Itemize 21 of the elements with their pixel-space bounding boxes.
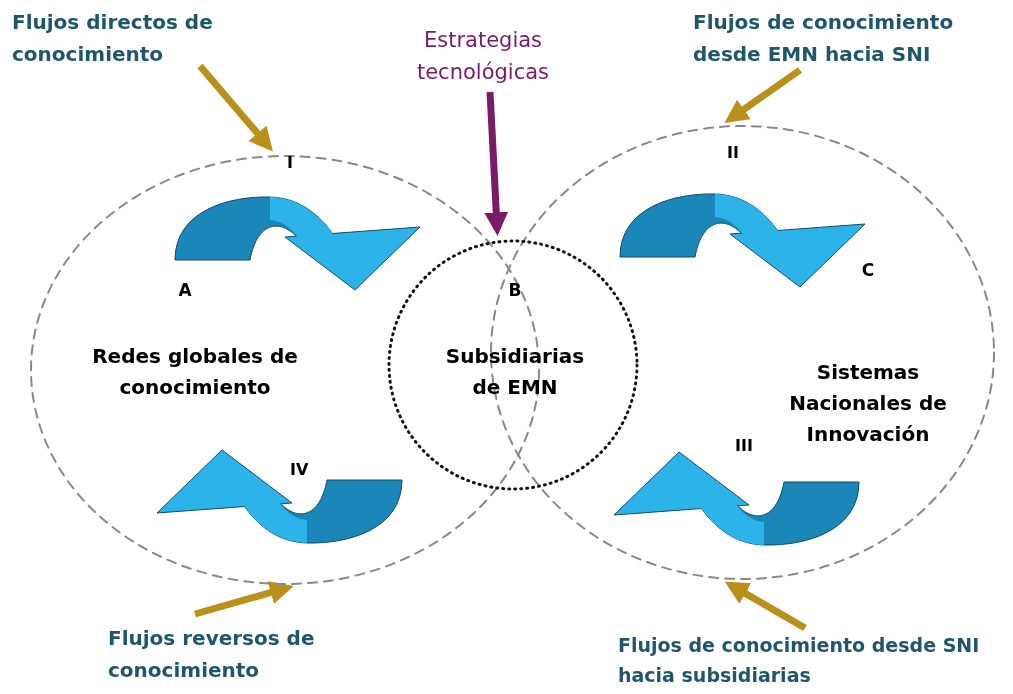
arrow [197, 63, 273, 152]
flow-caption: Flujos de conocimiento desde EMN hacia SNI [693, 6, 1003, 70]
roman-numeral: III [735, 438, 753, 454]
roman-numeral: II [727, 145, 739, 161]
arrow [484, 91, 509, 237]
arrow [194, 581, 294, 618]
flow-caption: Flujos de conocimiento desde SNI hacia subsidiarias [618, 630, 1013, 690]
dotted-circle [388, 240, 638, 490]
region-letter: C [860, 259, 876, 281]
region-title: Subsidiarias de EMN [444, 343, 586, 401]
region-letter: B [507, 279, 523, 301]
flow-caption: Flujos directos de conocimiento [12, 6, 252, 70]
region-title: Sistemas Nacionales de Innovación [788, 359, 948, 448]
flow-caption: Flujos reversos de conocimiento [108, 622, 358, 686]
roman-numeral: IV [290, 462, 309, 478]
region-letter: A [177, 279, 193, 301]
roman-numeral: I [287, 155, 293, 171]
region-title: Redes globales de conocimiento [91, 343, 299, 401]
arrow [724, 581, 807, 632]
arrow [724, 67, 802, 124]
flow-caption: Estrategias tecnológicas [378, 24, 588, 88]
